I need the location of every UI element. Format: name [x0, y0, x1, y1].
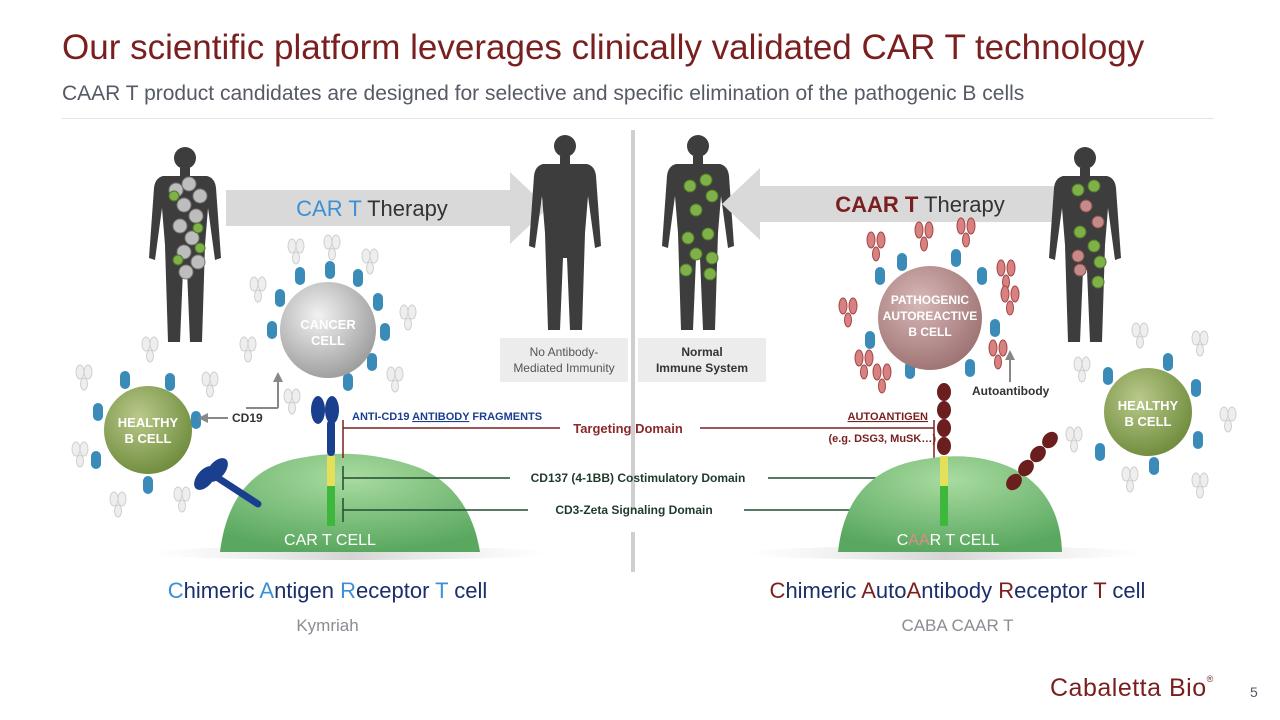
caar-t-therapy-arrow: CAAR T Therapy: [722, 168, 1058, 240]
page-subtitle: CAAR T product candidates are designed f…: [62, 82, 1025, 105]
caar-t-full-name: Chimeric AutoAntibody Receptor T cell: [769, 578, 1146, 603]
caar-t-arrow-label-rest: Therapy: [918, 192, 1004, 217]
outcome-box-no-antibody: No Antibody- Mediated Immunity: [500, 338, 628, 382]
cabaletta-bio-logo: Cabaletta Bio®: [1050, 674, 1214, 702]
car-t-product-name: Kymriah: [296, 616, 359, 635]
human-figure-no-antibody-immunity: [529, 135, 601, 330]
cancer-cells-in-body: [168, 176, 208, 280]
costimulatory-domain-label: CD137 (4-1BB) Costimulatory Domain: [531, 471, 746, 485]
human-figure-cancer-patient: [149, 147, 221, 342]
caar-t-arrow-label-highlight: CAAR T: [835, 192, 919, 217]
car-t-full-name: Chimeric Antigen Receptor T cell: [167, 578, 488, 603]
cancer-cell-label-line1: CANCER: [300, 317, 356, 332]
car-receptor: [311, 396, 339, 526]
healthy-cells-in-body: [679, 173, 719, 281]
caar-receptor-unbound: [1006, 431, 1058, 491]
pathogenic-label-line3: B CELL: [908, 325, 951, 339]
car-t-arrow-label-rest: Therapy: [361, 196, 447, 221]
healthy-b-cell-left-line2: B CELL: [125, 431, 172, 446]
domain-connectors: [342, 420, 935, 522]
healthy-b-cell-right: HEALTHY B CELL: [1065, 322, 1237, 499]
center-divider: [631, 130, 635, 510]
caar-t-product-name: CABA CAAR T: [901, 616, 1014, 635]
outcome-no-antibody-line2: Mediated Immunity: [513, 361, 614, 375]
healthy-b-cell-left-line1: HEALTHY: [118, 415, 179, 430]
human-figure-normal-immune: [662, 135, 734, 330]
targeting-domain-label: Targeting Domain: [573, 421, 683, 436]
human-figure-autoimmune-patient: [1049, 147, 1121, 342]
car-t-therapy-arrow: CAR T Therapy: [226, 172, 548, 244]
healthy-b-cell-binding-receptor: [194, 458, 262, 508]
title-divider: [62, 118, 1214, 119]
svg-text:CAR T Therapy: CAR T Therapy: [296, 196, 448, 221]
caar-t-cell-label: CAAR T CELL: [897, 532, 1000, 549]
caar-receptor: [937, 383, 951, 526]
page-number: 5: [1250, 684, 1258, 700]
pathogenic-autoreactive-b-cell: PATHOGENIC AUTOREACTIVE B CELL: [838, 217, 1020, 394]
anti-cd19-fragments-label: ANTI-CD19 ANTIBODY FRAGMENTS: [352, 411, 542, 423]
caar-t-cell: CAAR T CELL: [745, 456, 1145, 560]
healthy-b-cell-left: HEALTHY B CELL: [71, 336, 219, 518]
pathogenic-label-line2: AUTOREACTIVE: [883, 309, 977, 323]
outcome-normal-line2: Immune System: [656, 361, 748, 375]
center-divider-lower: [631, 532, 635, 572]
cd19-label: CD19: [232, 411, 263, 425]
outcome-box-normal-immune: Normal Immune System: [638, 338, 766, 382]
outcome-no-antibody-line1: No Antibody-: [530, 345, 599, 359]
mixed-cells-in-body: [1071, 179, 1107, 289]
cancer-cell: CANCER CELL: [239, 234, 417, 415]
signaling-domain-label: CD3-Zeta Signaling Domain: [555, 503, 712, 517]
svg-text:CAAR T Therapy: CAAR T Therapy: [835, 192, 1005, 217]
autoantibody-callout: Autoantibody: [972, 350, 1050, 398]
pathogenic-label-line1: PATHOGENIC: [891, 293, 970, 307]
cancer-cell-label-line2: CELL: [311, 333, 345, 348]
cd19-callout: CD19: [198, 372, 283, 425]
car-t-arrow-label-highlight: CAR T: [296, 196, 361, 221]
page-title: Our scientific platform leverages clinic…: [62, 28, 1145, 67]
outcome-normal-line1: Normal: [681, 345, 722, 359]
autoantigen-label: AUTOANTIGEN: [848, 411, 929, 423]
autoantibody-label: Autoantibody: [972, 384, 1050, 398]
car-t-cell-label: CAR T CELL: [284, 532, 376, 549]
autoantigen-examples: (e.g. DSG3, MuSK…): [828, 433, 936, 445]
healthy-b-cell-right-line2: B CELL: [1125, 414, 1172, 429]
healthy-b-cell-right-line1: HEALTHY: [1118, 398, 1179, 413]
